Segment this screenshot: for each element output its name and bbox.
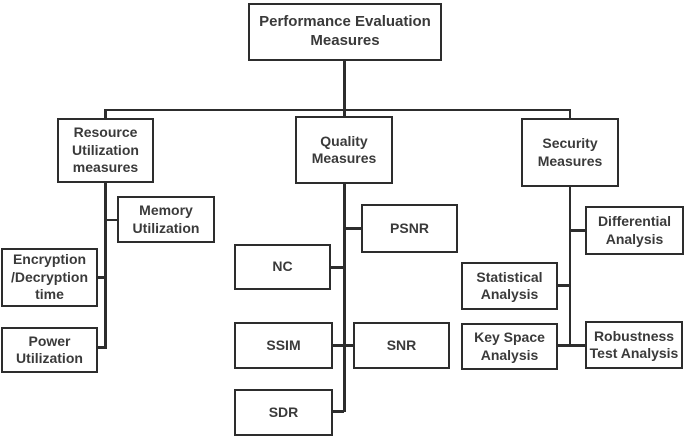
node-ssim: SSIM bbox=[234, 322, 333, 369]
edge-security-stem bbox=[568, 186, 571, 346]
edge-stub-statistical bbox=[557, 284, 570, 287]
edge-stub-sdr bbox=[332, 410, 344, 413]
edge-branches-bar bbox=[104, 108, 571, 111]
node-robustness-test-analysis: Robustness Test Analysis bbox=[585, 321, 683, 369]
node-sdr: SDR bbox=[234, 389, 333, 436]
node-psnr: PSNR bbox=[361, 204, 458, 253]
edge-resource-stem bbox=[104, 182, 107, 348]
node-power-utilization: Power Utilization bbox=[1, 327, 98, 373]
node-resource-utilization-measures: Resource Utilization measures bbox=[57, 118, 154, 183]
edge-stub-memory bbox=[104, 218, 118, 221]
edge-root-stem bbox=[343, 61, 346, 116]
edge-stub-snr bbox=[344, 344, 354, 347]
node-security-measures: Security Measures bbox=[521, 118, 619, 187]
edge-stub-psnr bbox=[344, 227, 362, 230]
edge-quality-stem bbox=[343, 183, 346, 412]
edge-stub-keyspace bbox=[557, 344, 570, 347]
edge-drop-resource bbox=[104, 110, 107, 119]
node-statistical-analysis: Statistical Analysis bbox=[461, 262, 558, 310]
node-performance-evaluation-measures: Performance Evaluation Measures bbox=[248, 3, 442, 61]
edge-stub-differential bbox=[570, 229, 586, 232]
edge-stub-robustness bbox=[570, 344, 586, 347]
node-nc: NC bbox=[234, 244, 331, 290]
node-encryption-decryption-time: Encryption /Decryption time bbox=[1, 248, 98, 307]
node-key-space-analysis: Key Space Analysis bbox=[461, 323, 558, 370]
node-quality-measures: Quality Measures bbox=[295, 116, 393, 184]
edge-stub-nc bbox=[330, 266, 344, 269]
node-snr: SNR bbox=[353, 322, 450, 369]
node-memory-utilization: Memory Utilization bbox=[117, 196, 215, 243]
edge-drop-security bbox=[568, 110, 571, 119]
edge-stub-encryption bbox=[97, 276, 107, 279]
edge-stub-power bbox=[97, 346, 107, 349]
node-differential-analysis: Differential Analysis bbox=[585, 206, 684, 255]
edge-stub-ssim bbox=[332, 344, 344, 347]
